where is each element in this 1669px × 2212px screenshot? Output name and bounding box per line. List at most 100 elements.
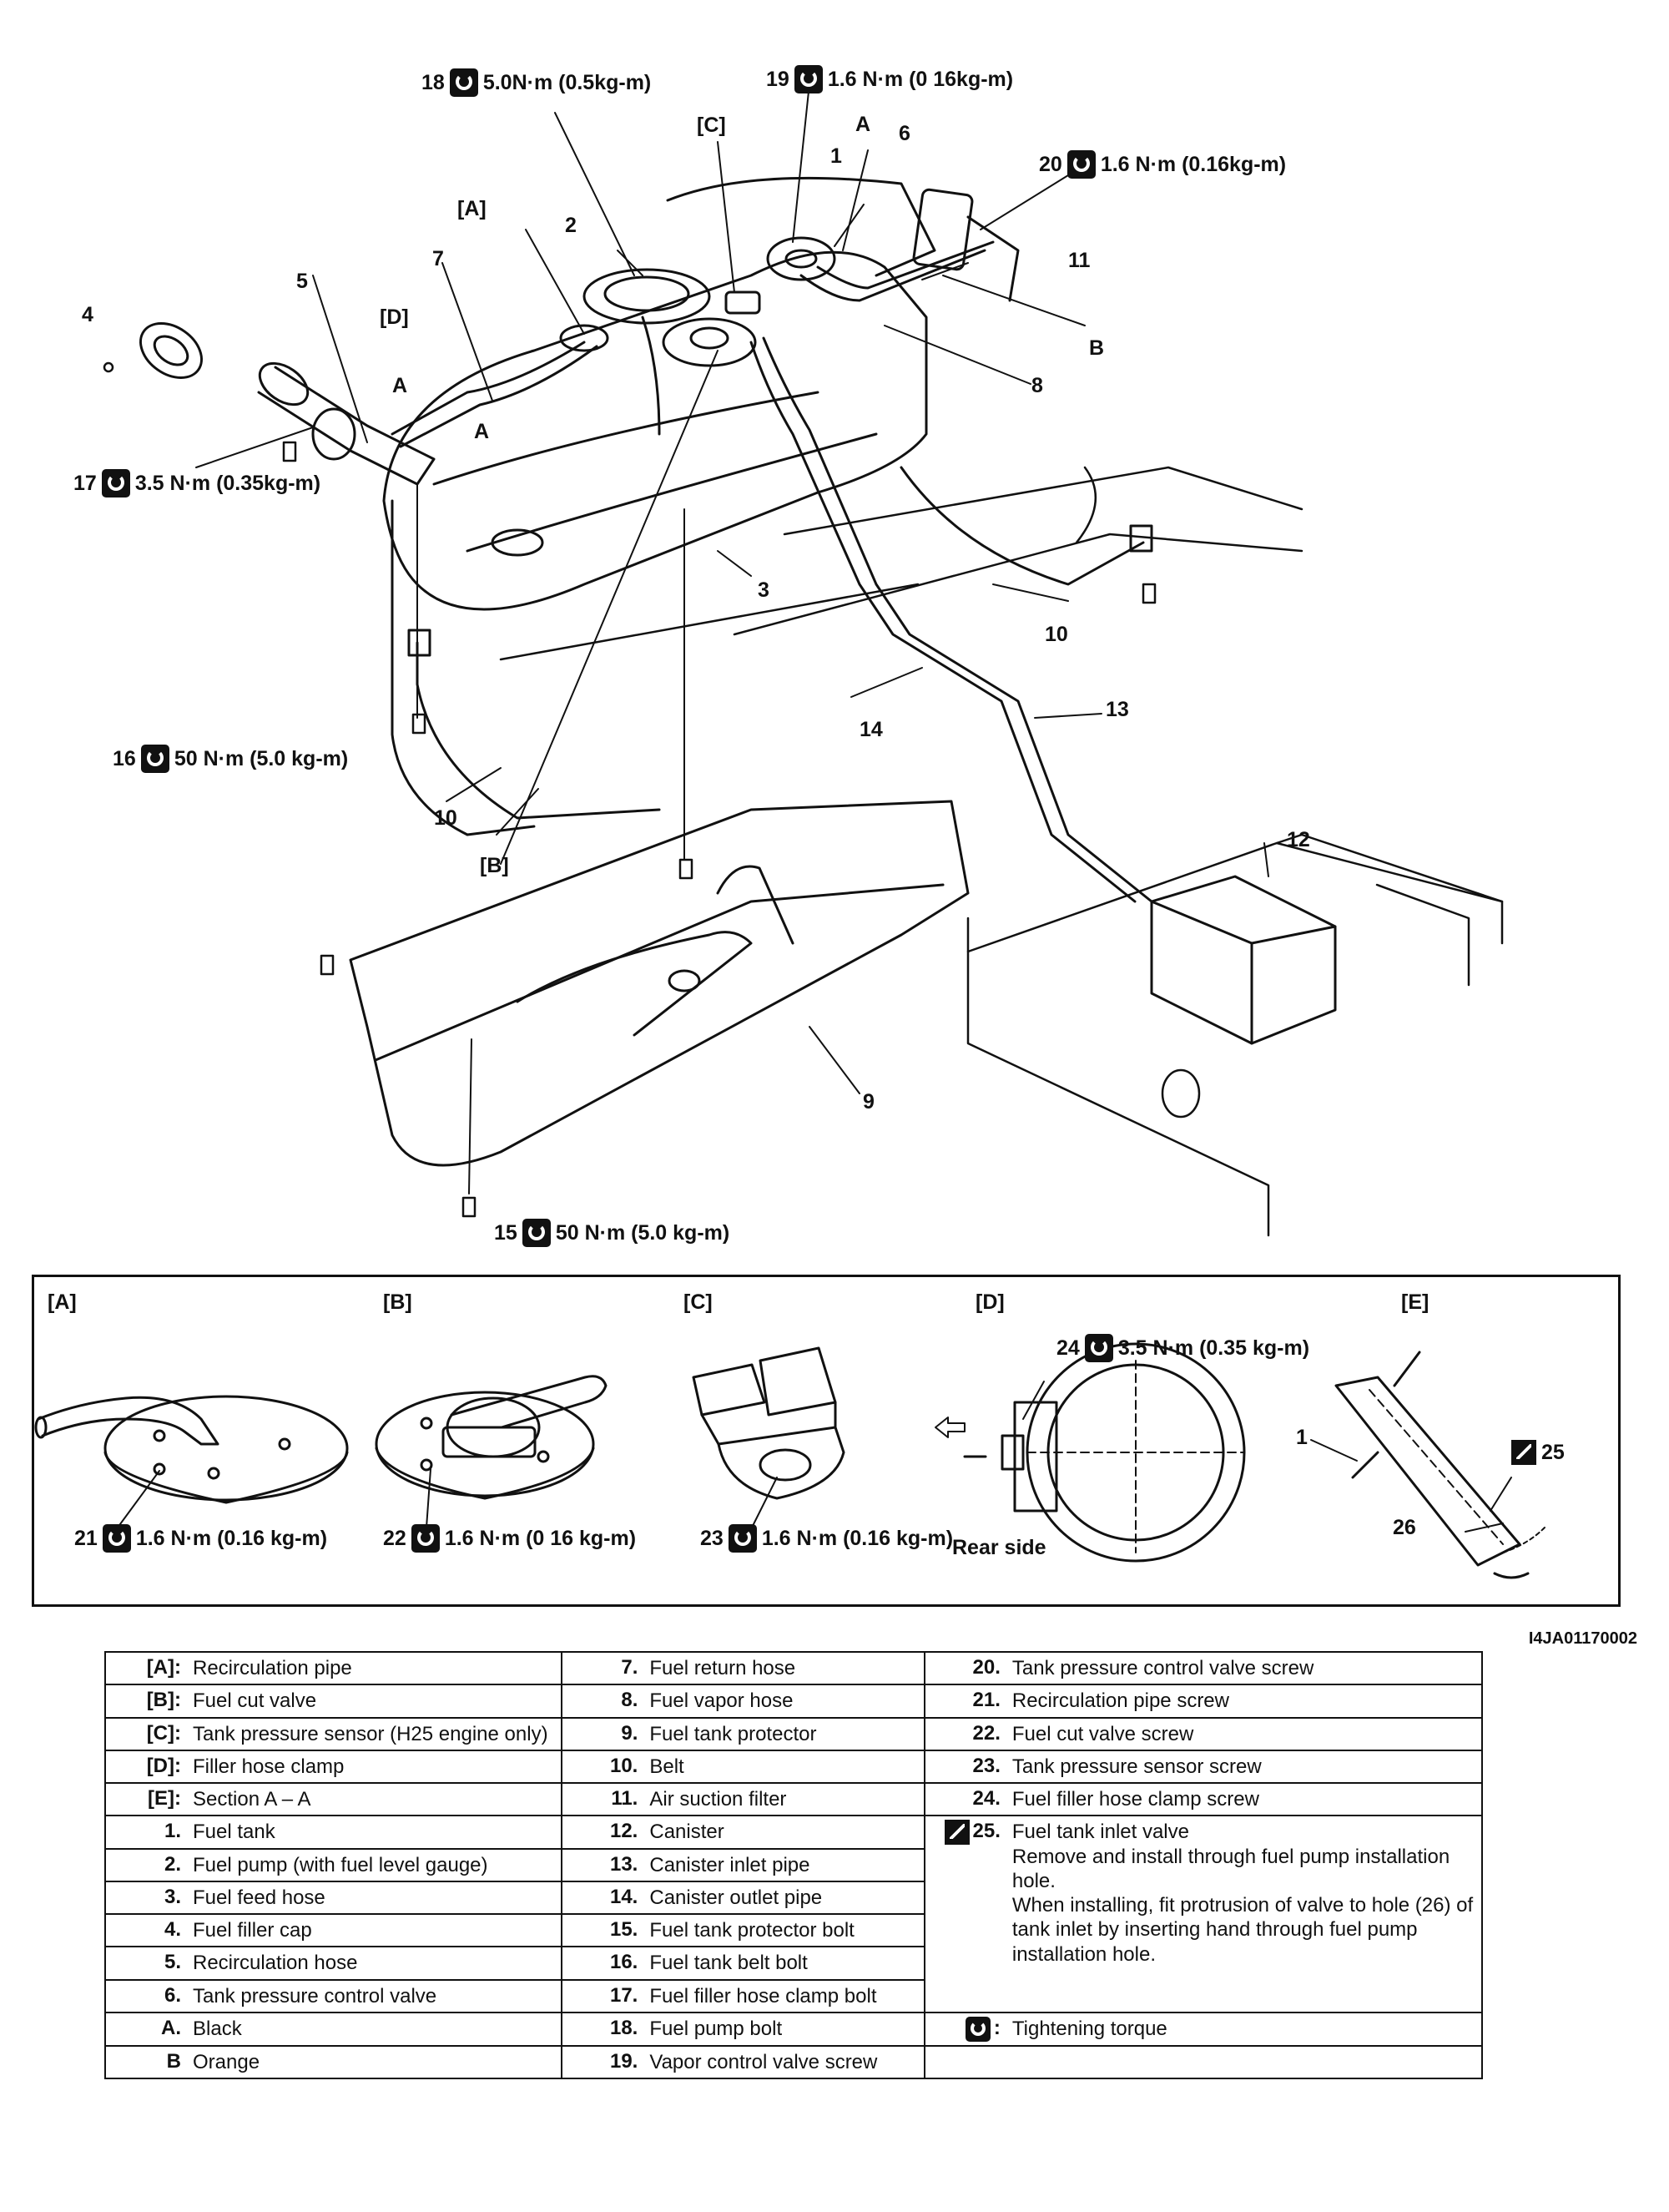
legend-description: Fuel feed hose <box>193 1886 325 1909</box>
legend-entry: [E]:Section A – A <box>106 1784 561 1815</box>
legend-key: 8. <box>621 1689 638 1712</box>
legend-key: : <box>930 2016 1012 2042</box>
torque-18-value: 5.0N·m (0.5kg-m) <box>482 70 652 94</box>
detail-E-callout-25-number: 25 <box>1541 1440 1565 1464</box>
legend-key: 5. <box>164 1951 181 1974</box>
legend-entry: 22.Fuel cut valve screw <box>925 1719 1481 1750</box>
legend-key: [C]: <box>146 1721 181 1745</box>
legend-cell: 13.Canister inlet pipe <box>561 1847 925 1882</box>
legend-key: 22. <box>972 1721 1001 1745</box>
legend-entry: 2.Fuel pump (with fuel level gauge) <box>106 1850 561 1881</box>
legend-entry: 18.Fuel pump bolt <box>562 2013 924 2044</box>
legend-cell: 2.Fuel pump (with fuel level gauge) <box>103 1847 563 1882</box>
torque-15: 15 50 N·m (5.0 kg-m) <box>494 1219 729 1247</box>
legend-key: 15. <box>609 1918 638 1942</box>
legend-cell: 10.Belt <box>561 1749 925 1785</box>
detail-E-callout-26: 26 <box>1393 1516 1416 1539</box>
legend-entry: [A]:Recirculation pipe <box>106 1653 561 1684</box>
legend-key: 3. <box>164 1885 181 1908</box>
callout-10-left: 10 <box>434 806 457 830</box>
legend-cell: 1.Fuel tank <box>103 1815 563 1850</box>
callout-7: 7 <box>432 247 444 270</box>
torque-18: 18 5.0N·m (0.5kg-m) <box>421 68 651 97</box>
callout-A-detail: [A] <box>457 197 487 220</box>
fuel-filler-cap <box>139 322 203 379</box>
torque-22-number: 22 <box>383 1526 406 1550</box>
legend-cell: 18.Fuel pump bolt <box>561 2011 925 2047</box>
legend-entry: 21.Recirculation pipe screw <box>925 1685 1481 1716</box>
legend-cell: 5.Recirculation hose <box>103 1946 563 1981</box>
tightening-torque-icon <box>411 1524 440 1553</box>
legend-description: Tank pressure control valve <box>193 1984 437 2007</box>
detail-E-callout-1: 1 <box>1296 1426 1308 1449</box>
torque-20-number: 20 <box>1039 152 1062 176</box>
detail-drawings <box>34 1342 1545 1579</box>
fuel-tank-exploded-illustration <box>103 83 1504 1237</box>
recirculation-pipe <box>559 324 609 352</box>
figure-code: I4JA01170002 <box>1528 1629 1637 1648</box>
detail-B-title: [B] <box>383 1290 412 1314</box>
legend-key: 2. <box>164 1852 181 1876</box>
legend-key: 18. <box>609 2016 638 2039</box>
detail-B-fuel-cut-valve <box>375 1375 608 1500</box>
legend-note2: When installing, fit protrusion of valve… <box>1011 1894 1474 1966</box>
torque-24-number: 24 <box>1056 1336 1080 1360</box>
tightening-torque-icon <box>101 469 130 497</box>
legend-cell: [D]:Filler hose clamp <box>103 1749 563 1785</box>
detail-D-title: [D] <box>976 1290 1005 1314</box>
legend-cell: 17.Fuel filler hose clamp bolt <box>561 1978 925 2013</box>
tank-pressure-sensor <box>724 290 761 315</box>
legend-description: Tank pressure control valve screw <box>1011 1657 1314 1679</box>
tightening-torque-icon <box>794 65 823 93</box>
torque-23-number: 23 <box>700 1526 724 1550</box>
legend-key: 10. <box>609 1754 638 1777</box>
legend-description: Filler hose clamp <box>193 1755 345 1778</box>
legend-cell: 15.Fuel tank protector bolt <box>561 1913 925 1948</box>
legend-description: Fuel filler cap <box>193 1919 312 1942</box>
callout-1: 1 <box>830 144 842 168</box>
callout-3: 3 <box>758 578 769 602</box>
callout-9: 9 <box>863 1090 875 1114</box>
legend-entry: A.Black <box>106 2013 561 2044</box>
torque-16: 16 50 N·m (5.0 kg-m) <box>113 745 348 773</box>
legend-key: 9. <box>621 1721 638 1745</box>
legend-description: Fuel cut valve <box>193 1689 317 1713</box>
detail-E-title: [E] <box>1401 1290 1429 1314</box>
legend-key-text: 25. <box>972 1820 1001 1843</box>
legend-key: 24. <box>972 1787 1001 1811</box>
legend-cell: [E]:Section A – A <box>103 1782 563 1817</box>
legend-key: 12. <box>609 1820 638 1843</box>
legend-description: Fuel filler hose clamp screw <box>1011 1788 1259 1811</box>
legend-description: Fuel tank <box>193 1821 275 1844</box>
legend-cell: 7.Fuel return hose <box>561 1650 925 1686</box>
legend-key: 11. <box>611 1787 638 1811</box>
leader-lines <box>195 83 1269 1194</box>
fuel-pump-plate <box>582 268 711 325</box>
torque-23: 23 1.6 N·m (0.16 kg-m) <box>700 1524 953 1553</box>
legend-cell: 8.Fuel vapor hose <box>561 1684 925 1719</box>
legend-note1: Remove and install through fuel pump ins… <box>1011 1845 1450 1892</box>
callout-color-B: B <box>1089 336 1105 360</box>
legend-entry: 3. Fuel feed hose <box>106 1882 561 1913</box>
legend-key: [E]: <box>148 1787 181 1811</box>
legend-description: Tightening torque <box>1011 2017 1167 2040</box>
legend-entry: 24. Fuel filler hose clamp screw <box>925 1784 1481 1815</box>
legend-key: 17. <box>609 1983 638 2007</box>
legend-entry: 14.Canister outlet pipe <box>562 1882 924 1913</box>
legend-key: 23. <box>972 1754 1001 1777</box>
legend-description: Black <box>193 2017 242 2040</box>
tightening-torque-icon <box>965 2016 991 2042</box>
legend-cell: 6.Tank pressure control valve <box>103 1978 563 2013</box>
legend-entry: 9.Fuel tank protector <box>562 1719 924 1750</box>
tank-belts <box>407 466 1153 820</box>
torque-19: 19 1.6 N·m (0 16kg-m) <box>766 65 1013 93</box>
torque-16-number: 16 <box>113 746 136 770</box>
legend-row: 3. Fuel feed hose 14.Canister outlet pipe <box>103 1880 1482 1916</box>
torque-21-number: 21 <box>74 1526 98 1550</box>
